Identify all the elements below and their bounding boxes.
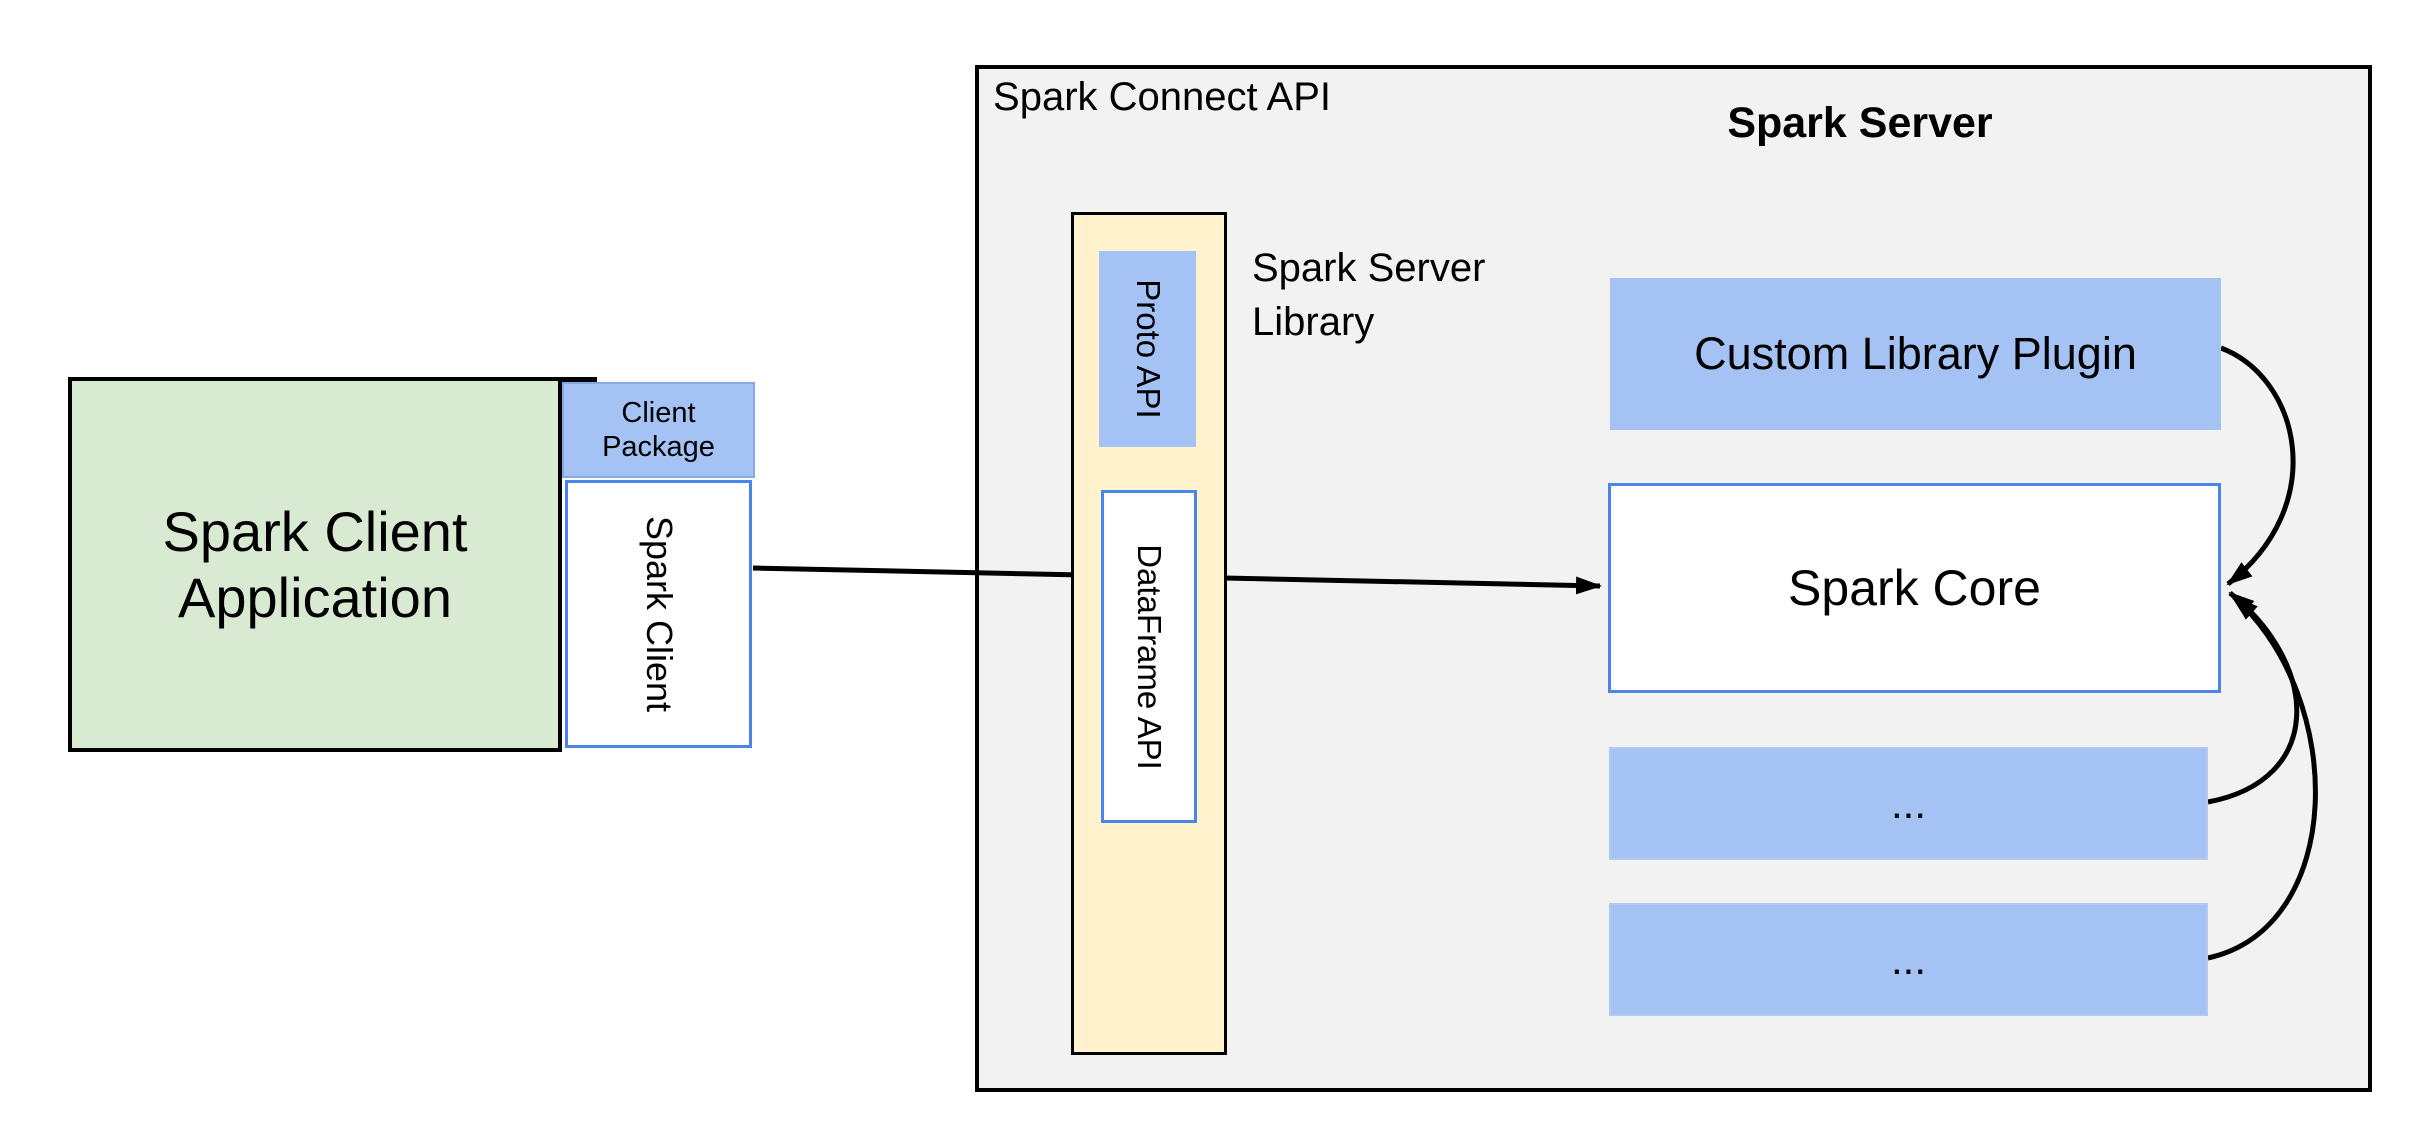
- client-package-label: Client Package: [602, 397, 715, 463]
- placeholder-box-1-label: ...: [1890, 779, 1926, 827]
- dataframe-api-box: DataFrame API: [1101, 490, 1197, 823]
- spark-client-application-box: Spark Client Application: [68, 377, 562, 752]
- custom-library-plugin-box: Custom Library Plugin: [1610, 278, 2221, 430]
- custom-library-plugin-label: Custom Library Plugin: [1694, 328, 2137, 379]
- placeholder-box-2: ...: [1609, 903, 2208, 1016]
- spark-core-box: Spark Core: [1608, 483, 2221, 693]
- spark-core-label: Spark Core: [1788, 560, 2041, 616]
- proto-api-label: Proto API: [1129, 279, 1167, 419]
- proto-api-box: Proto API: [1099, 251, 1196, 447]
- client-package-box: Client Package: [562, 382, 755, 478]
- spark-server-library-label: Spark Server Library: [1252, 246, 1486, 344]
- placeholder-box-2-label: ...: [1890, 935, 1926, 983]
- spark-client-box: Spark Client: [565, 480, 752, 748]
- placeholder-box-1: ...: [1609, 747, 2208, 860]
- spark-connect-api-title: Spark Connect API: [993, 75, 1331, 119]
- dataframe-api-label: DataFrame API: [1131, 543, 1168, 770]
- spark-client-label: Spark Client: [638, 515, 680, 713]
- spark-client-application-label: Spark Client Application: [162, 499, 468, 629]
- spark-server-title: Spark Server: [1727, 99, 1993, 147]
- green-box-border-overshoot: [562, 377, 597, 382]
